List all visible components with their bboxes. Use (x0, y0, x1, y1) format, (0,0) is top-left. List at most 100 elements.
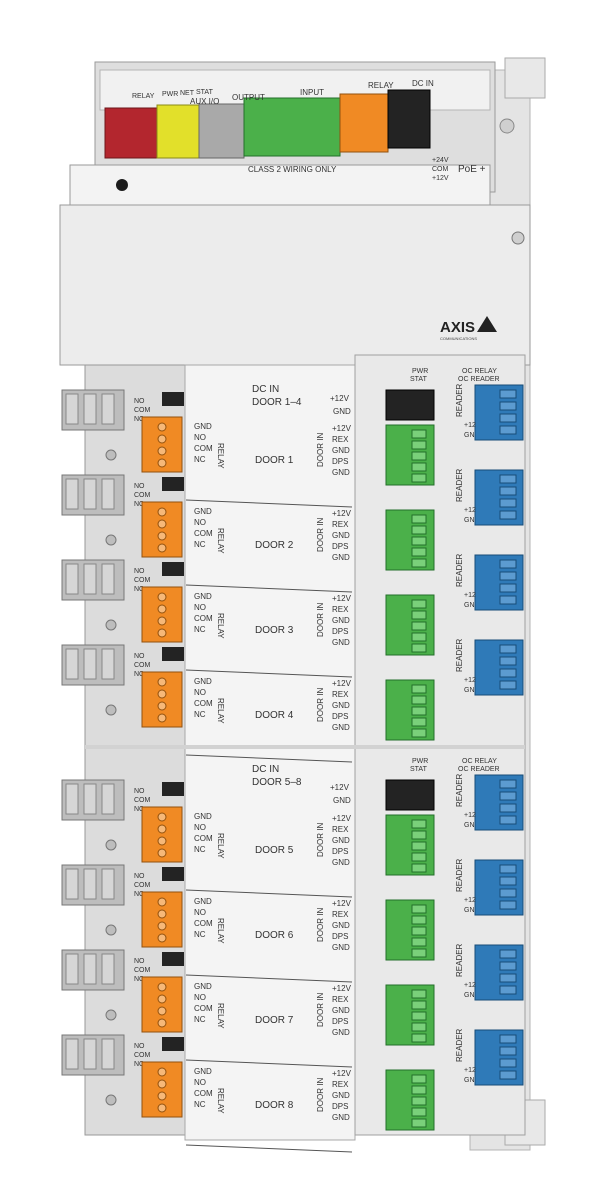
door-in-terminal-label: GND (332, 468, 350, 477)
relay-terminal-label: NO (194, 688, 206, 697)
reader-terminal-slot (499, 1070, 517, 1080)
class2-notice: CLASS 2 WIRING ONLY (248, 165, 337, 174)
aux-terminal-slot (83, 783, 97, 815)
dc-power-label: +12V (330, 783, 350, 792)
reader-terminal-label: GN (464, 822, 475, 829)
relay-terminal-label: GND (194, 507, 212, 516)
relay-terminal-label: NC (194, 930, 206, 939)
aux-terminal-slot (83, 478, 97, 510)
relay-out-connector (339, 93, 389, 153)
aux-terminal-slot (101, 1038, 115, 1070)
relay-terminal-label: NC (194, 845, 206, 854)
door-in-terminal-label: GND (332, 531, 350, 540)
status-label: OC READER (458, 766, 500, 773)
reader-terminal-label: +12 (464, 812, 476, 819)
aux-terminal-slot (83, 953, 97, 985)
door-in-terminal-label: GND (332, 1113, 350, 1122)
top-label: NET (180, 90, 195, 97)
door-in-connector (385, 424, 435, 486)
aux-terminal-label: COM (134, 882, 151, 889)
screw-icon (105, 839, 117, 851)
reader-terminal-label: +12 (464, 1067, 476, 1074)
relay-terminal-label: GND (194, 982, 212, 991)
aux-jumper (162, 477, 184, 491)
door-in-terminal-label: GND (332, 723, 350, 732)
relay-screw-icon (157, 604, 167, 614)
relay-screw-icon (157, 1006, 167, 1016)
group-2-header: DC IN DOOR 5–8 +12V GND PWR STAT OC RELA… (85, 745, 525, 811)
reader-terminal-slot (499, 486, 517, 496)
reader-terminal-slot (499, 425, 517, 435)
dc-in-doors: DOOR 1–4 (252, 397, 302, 408)
aux-terminal-slot (83, 868, 97, 900)
aux-terminal-label: COM (134, 662, 151, 669)
aux-terminal-label: NO (134, 483, 145, 490)
aux-terminal-label: COM (134, 577, 151, 584)
relay-screw-icon (157, 836, 167, 846)
dc-in-doors: DOOR 5–8 (252, 777, 302, 788)
relay-screw-icon (157, 592, 167, 602)
relay-screw-icon (157, 1103, 167, 1113)
dc-label: +24V (432, 157, 449, 164)
door-in-terminal-label: GND (332, 836, 350, 845)
relay-connector (104, 107, 158, 159)
relay-terminal-label: COM (194, 614, 213, 623)
reader-title: READER (455, 773, 464, 807)
dc-in-connector (387, 89, 431, 149)
reader-terminal-label: GN (464, 602, 475, 609)
door-in-terminal-label: DPS (332, 712, 348, 721)
door-in-terminal-slot (411, 926, 427, 936)
top-label: AUX I/O (190, 97, 219, 106)
door-in-terminal-label: GND (332, 638, 350, 647)
relay-title: RELAY (216, 1088, 225, 1114)
door-in-terminal-label: GND (332, 701, 350, 710)
reader-terminal-slot (499, 680, 517, 690)
door-in-terminal-slot (411, 706, 427, 716)
reader-terminal-slot (499, 803, 517, 813)
reader-title: READER (455, 858, 464, 892)
top-label: RELAY (132, 93, 155, 100)
logo-triangle-icon (477, 316, 497, 332)
brand-logo: AXIS (440, 319, 475, 336)
door-in-title: DOOR IN (316, 908, 325, 942)
relay-title: RELAY (216, 1003, 225, 1029)
reader-terminal-slot (499, 985, 517, 995)
aux-terminal-slot (83, 1038, 97, 1070)
aux-terminal-label: NC (134, 891, 144, 898)
aux-terminal-label: NO (134, 568, 145, 575)
relay-screw-icon (157, 616, 167, 626)
relay-screw-icon (157, 677, 167, 687)
door-in-terminal-label: REX (332, 520, 349, 529)
door-in-terminal-slot (411, 1107, 427, 1117)
door-in-terminal-slot (411, 841, 427, 851)
relay-screw-icon (157, 507, 167, 517)
door-in-terminal-slot (411, 525, 427, 535)
aux-terminal-label: NC (134, 806, 144, 813)
door-in-terminal-label: DPS (332, 627, 348, 636)
door-in-terminal-label: REX (332, 435, 349, 444)
relay-screw-icon (157, 982, 167, 992)
door-in-terminal-label: REX (332, 825, 349, 834)
aux-terminal-label: COM (134, 1052, 151, 1059)
door-in-terminal-label: GND (332, 616, 350, 625)
door-in-terminal-slot (411, 1000, 427, 1010)
reader-terminal-slot (499, 413, 517, 423)
relay-screw-icon (157, 1079, 167, 1089)
relay-title: RELAY (216, 443, 225, 469)
reader-terminal-slot (499, 571, 517, 581)
aux-terminal-slot (101, 783, 115, 815)
door-in-terminal-slot (411, 462, 427, 472)
door-in-terminal-label: GND (332, 921, 350, 930)
reader-terminal-slot (499, 668, 517, 678)
aux-terminal-label: NO (134, 873, 145, 880)
relay-title: RELAY (216, 613, 225, 639)
door-in-terminal-label: DPS (332, 1017, 348, 1026)
aux-terminal-label: NO (134, 958, 145, 965)
door-label: DOOR 5 (255, 845, 294, 856)
section-divider (185, 584, 353, 593)
relay-terminal-label: NC (194, 455, 206, 464)
reader-title: READER (455, 1028, 464, 1062)
main-cover (59, 204, 531, 366)
group-divider (85, 745, 525, 749)
